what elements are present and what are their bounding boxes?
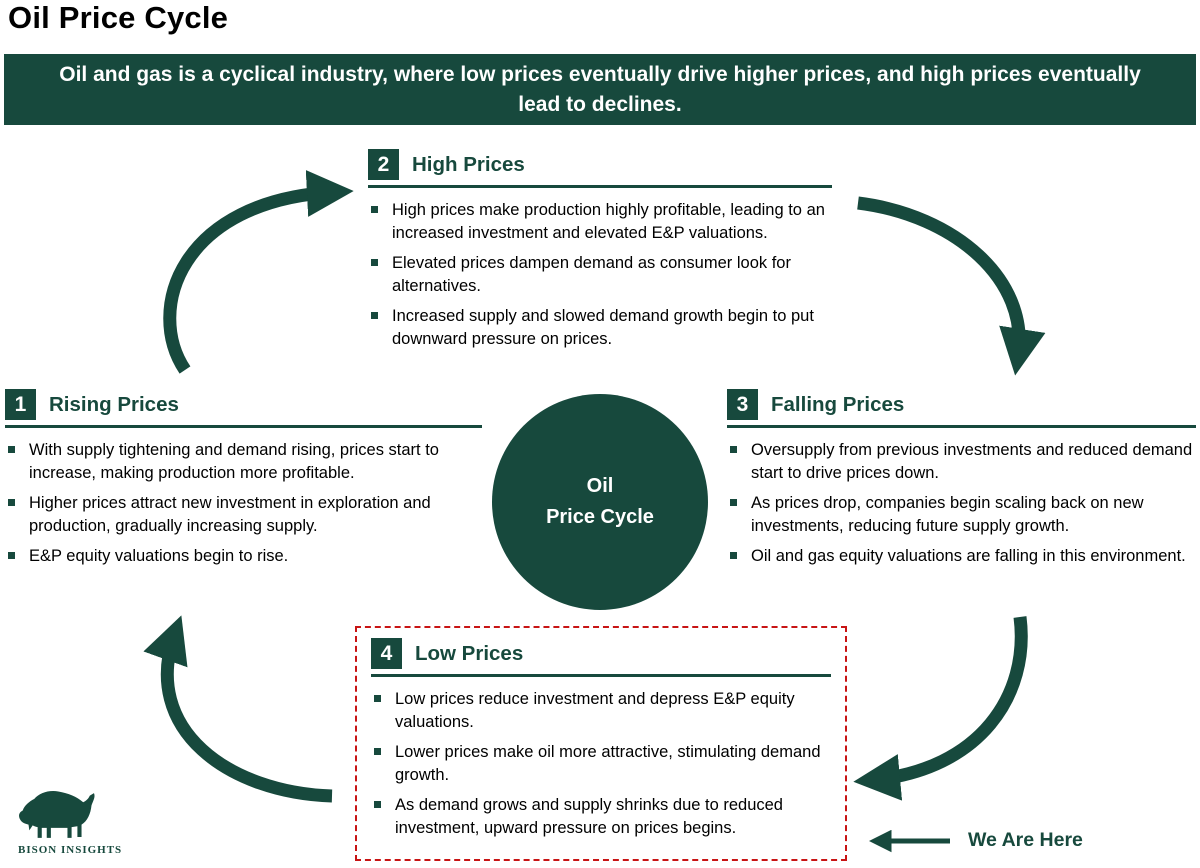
bullet-item: Low prices reduce investment and depress…: [371, 688, 831, 735]
cycle-arrow-down-left-icon: [853, 616, 1028, 801]
bullet-item: Higher prices attract new investment in …: [5, 492, 482, 539]
bullet-item: Elevated prices dampen demand as consume…: [368, 252, 832, 299]
section-falling-prices: 3 Falling Prices Oversupply from previou…: [727, 389, 1196, 574]
section-low-prices-header: 4 Low Prices: [371, 638, 831, 677]
section-title: Low Prices: [415, 641, 524, 665]
center-cycle-circle: Oil Price Cycle: [492, 394, 708, 610]
bullet-item: With supply tightening and demand rising…: [5, 439, 482, 486]
center-circle-line1: Oil: [586, 475, 614, 497]
number-badge: 4: [371, 638, 402, 669]
number-badge: 2: [368, 149, 399, 180]
bullet-list: With supply tightening and demand rising…: [5, 439, 482, 568]
cycle-arrow-up-left-icon: [163, 170, 354, 374]
cycle-arrow-up-icon: [143, 615, 333, 803]
bullet-item: E&P equity valuations begin to rise.: [5, 545, 482, 568]
section-falling-prices-header: 3 Falling Prices: [727, 389, 1196, 428]
section-title: Falling Prices: [771, 392, 905, 416]
section-low-prices-highlighted: 4 Low Prices Low prices reduce investmen…: [355, 626, 847, 861]
bullet-item: As demand grows and supply shrinks due t…: [371, 794, 831, 841]
bullet-item: Oil and gas equity valuations are fallin…: [727, 545, 1196, 568]
bullet-list: High prices make production highly profi…: [368, 199, 832, 352]
number-badge: 3: [727, 389, 758, 420]
section-title: Rising Prices: [49, 392, 179, 416]
bullet-item: Oversupply from previous investments and…: [727, 439, 1196, 486]
section-rising-prices-header: 1 Rising Prices: [5, 389, 482, 428]
section-high-prices-header: 2 High Prices: [368, 149, 832, 188]
bullet-item: Increased supply and slowed demand growt…: [368, 305, 832, 352]
bullet-list: Oversupply from previous investments and…: [727, 439, 1196, 568]
bison-icon: [19, 791, 95, 838]
section-high-prices: 2 High Prices High prices make productio…: [368, 149, 832, 358]
section-title: High Prices: [412, 152, 525, 176]
we-are-here-label: We Are Here: [968, 829, 1083, 851]
section-rising-prices: 1 Rising Prices With supply tightening a…: [5, 389, 482, 574]
intro-banner: Oil and gas is a cyclical industry, wher…: [4, 54, 1196, 125]
bullet-list: Low prices reduce investment and depress…: [371, 688, 831, 841]
bullet-item: As prices drop, companies begin scaling …: [727, 492, 1196, 539]
center-circle-line2: Price Cycle: [546, 506, 654, 528]
bullet-item: Lower prices make oil more attractive, s…: [371, 741, 831, 788]
cycle-arrow-down-right-icon: [857, 196, 1046, 376]
page-title: Oil Price Cycle: [8, 0, 229, 35]
brand-name: BISON INSIGHTS: [18, 844, 123, 856]
we-are-here-annotation: We Are Here: [856, 829, 1083, 852]
we-are-here-arrow-icon: [869, 829, 950, 852]
number-badge: 1: [5, 389, 36, 420]
brand-logo: BISON INSIGHTS: [18, 784, 128, 856]
bullet-item: High prices make production highly profi…: [368, 199, 832, 246]
